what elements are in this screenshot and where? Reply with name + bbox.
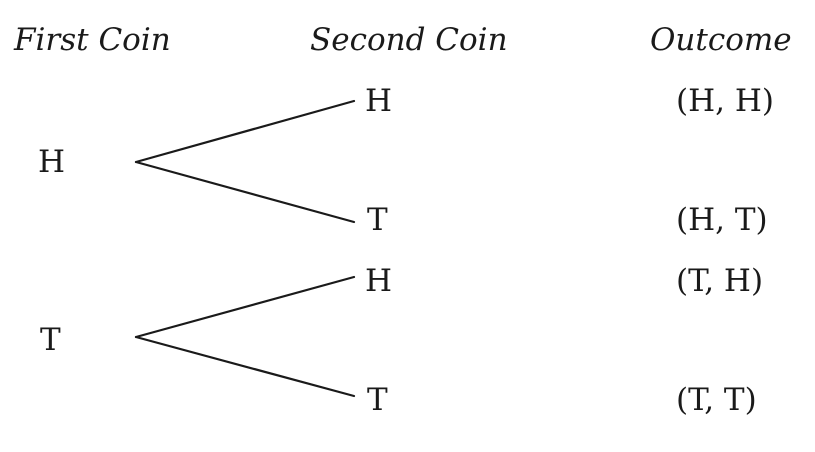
first-coin-heads: H	[38, 144, 66, 180]
second-coin-node-2: T	[367, 202, 388, 238]
header-first-coin: First Coin	[14, 22, 171, 58]
outcome-1: (H, H)	[676, 83, 774, 119]
branch-h-to-t	[134, 160, 356, 224]
second-coin-node-3: H	[365, 263, 393, 299]
header-outcome: Outcome	[650, 22, 792, 58]
branch-t-to-t	[134, 335, 356, 398]
outcome-3: (T, H)	[676, 263, 764, 299]
second-coin-node-4: T	[367, 382, 388, 418]
outcome-2: (H, T)	[676, 202, 768, 238]
branch-h-to-h	[134, 99, 356, 164]
first-coin-tails: T	[40, 322, 61, 358]
outcome-4: (T, T)	[676, 382, 757, 418]
second-coin-node-1: H	[365, 83, 393, 119]
header-second-coin: Second Coin	[310, 22, 508, 58]
branch-t-to-h	[134, 275, 356, 339]
